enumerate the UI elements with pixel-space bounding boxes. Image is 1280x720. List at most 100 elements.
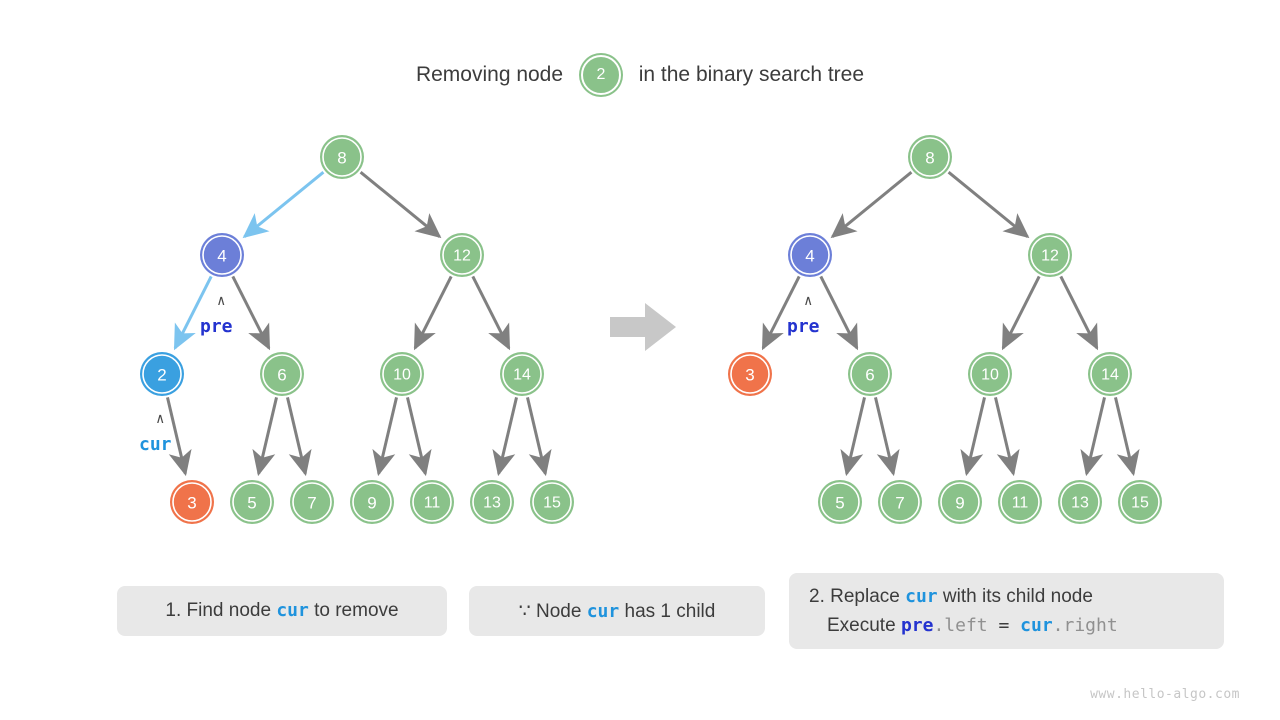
node-label: 8 [925,149,934,168]
tree-edge [1001,275,1041,351]
node-label: 13 [483,495,501,512]
caption-3-line2-var-pre: pre [900,615,934,636]
pointer-caret-icon: ∧ [804,293,813,309]
tree-node-6[interactable]: 6 [848,352,892,396]
node-outer-ring [260,352,304,396]
caption-1-prefix: 1. Find node [165,600,272,621]
tree-node-4[interactable]: 4 [788,233,832,277]
tree-node-12[interactable]: 12 [440,233,484,277]
node-outer-ring [440,233,484,277]
node-inner-ring [1000,482,1040,522]
tree-edge [1080,397,1106,477]
transition-arrow [610,303,676,351]
tree-edge [413,275,453,351]
watermark: www.hello-algo.com [1090,687,1240,702]
title-prefix: Removing node [415,63,564,86]
node-inner-ring [910,137,950,177]
tree-edge [1059,275,1099,351]
node-label: 10 [981,367,999,384]
node-outer-ring [230,480,274,524]
node-outer-ring [938,480,982,524]
tree-node-9[interactable]: 9 [938,480,982,524]
node-label: 4 [217,247,226,266]
tree-node-5[interactable]: 5 [230,480,274,524]
node-outer-ring [380,352,424,396]
caption-3-line2-prop-left: .left [933,615,988,636]
node-outer-ring [140,352,184,396]
tree-node-9[interactable]: 9 [350,480,394,524]
node-label: 3 [187,494,196,513]
node-inner-ring [172,482,212,522]
node-outer-ring [350,480,394,524]
caption-2-suffix: has 1 child [624,600,716,622]
node-inner-ring [352,482,392,522]
caption-2-prefix: ∵ Node [518,600,582,622]
node-inner-ring [880,482,920,522]
tree-edge [840,397,866,477]
node-label: 14 [513,367,531,384]
node-label: 9 [367,494,376,513]
page-title: Removing node 2 in the binary search tre… [0,55,1280,95]
tree-node-4[interactable]: 4 [200,233,244,277]
tree-node-10[interactable]: 10 [968,352,1012,396]
tree-node-6[interactable]: 6 [260,352,304,396]
node-label: 7 [895,494,904,513]
tree-edge [406,397,432,477]
node-inner-ring [292,482,332,522]
node-outer-ring [848,352,892,396]
node-label: 3 [745,366,754,385]
tree-edge [242,171,325,239]
node-inner-ring [940,482,980,522]
title-suffix: in the binary search tree [638,63,865,86]
caption-3-line-1: 2. Replace cur with its child node [809,582,1093,611]
tree-node-12[interactable]: 12 [1028,233,1072,277]
node-label: 5 [835,494,844,513]
tree-node-8[interactable]: 8 [320,135,364,179]
caption-3-line-2: Execute pre.left = cur.right [809,611,1118,640]
node-label: 6 [277,366,286,385]
node-inner-ring [790,235,830,275]
tree-node-13[interactable]: 13 [1058,480,1102,524]
tree-edge [471,275,511,351]
tree-node-15[interactable]: 15 [1118,480,1162,524]
node-label: 9 [955,494,964,513]
tree-node-3[interactable]: 3 [728,352,772,396]
tree-node-7[interactable]: 7 [878,480,922,524]
node-outer-ring [968,352,1012,396]
tree-edge [819,275,859,351]
tree-node-10[interactable]: 10 [380,352,424,396]
caption-3-line2-prop-right: .right [1052,615,1118,636]
tree-node-13[interactable]: 13 [470,480,514,524]
node-inner-ring [850,354,890,394]
tree-node-15[interactable]: 15 [530,480,574,524]
tree-node-7[interactable]: 7 [290,480,334,524]
node-label: 4 [805,247,814,266]
tree-edge [947,171,1030,239]
tree-node-11[interactable]: 11 [998,480,1042,524]
node-outer-ring [1118,480,1162,524]
node-outer-ring [290,480,334,524]
node-inner-ring [232,482,272,522]
pointer-caret-icon: ∧ [217,293,226,309]
node-outer-ring [1058,480,1102,524]
tree-node-14[interactable]: 14 [1088,352,1132,396]
tree-node-2[interactable]: 2 [140,352,184,396]
node-inner-ring [532,482,572,522]
tree-node-11[interactable]: 11 [410,480,454,524]
tree-node-8[interactable]: 8 [908,135,952,179]
tree-node-5[interactable]: 5 [818,480,862,524]
caption-3-line2-prefix: Execute [827,615,896,636]
tree-edge [372,397,398,477]
tree-edge [359,171,442,239]
node-inner-ring [202,235,242,275]
node-inner-ring [442,235,482,275]
tree-edge [492,397,518,477]
tree-edge [761,275,801,351]
tree-node-14[interactable]: 14 [500,352,544,396]
caption-3-line1-suffix: with its child node [942,585,1093,607]
tree-node-3[interactable]: 3 [170,480,214,524]
caption-3-line1-var-cur: cur [905,585,938,607]
node-outer-ring [500,352,544,396]
